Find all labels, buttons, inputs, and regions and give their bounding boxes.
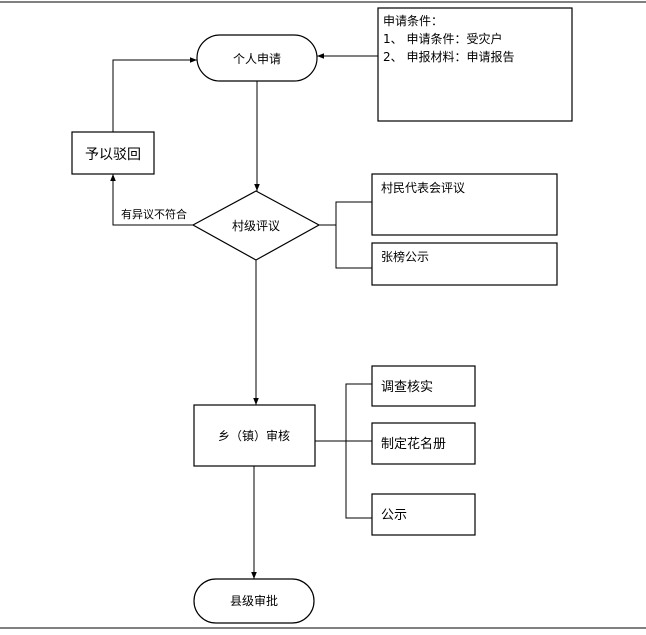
posting-box (371, 242, 558, 286)
conditions-box (377, 7, 573, 122)
village-review-label: 村级评议 (232, 219, 280, 233)
roster-label: 制定花名册 (381, 436, 446, 452)
reject-to-apply-arrow (112, 57, 197, 132)
village-rep-label: 村民代表会评议 (381, 181, 465, 195)
apply-node-label: 个人申请 (233, 52, 281, 66)
township-review-box (193, 404, 316, 467)
objection-label: 有异议不符合 (121, 207, 187, 221)
village-rep-box (371, 173, 558, 236)
conditions-title: 申请条件： (383, 14, 443, 28)
township-review-label: 乡（镇）审核 (218, 428, 290, 443)
investigate-label: 调查核实 (381, 380, 433, 395)
roster-box (371, 422, 476, 465)
village-to-reject-arrow (110, 174, 193, 226)
posting-label: 张榜公示 (381, 249, 429, 264)
publicize-label: 公示 (381, 508, 407, 523)
conditions-item-1: 1、 申请条件：受灾户 (383, 31, 502, 46)
publicize-box (371, 493, 476, 536)
reject-label: 予以驳回 (85, 147, 141, 163)
county-approval-label: 县级审批 (230, 593, 278, 608)
township-bracket (345, 383, 372, 519)
conditions-item-2: 2、 申报材料：申请报告 (383, 49, 514, 64)
investigate-box (371, 365, 476, 407)
village-bracket (335, 201, 372, 269)
